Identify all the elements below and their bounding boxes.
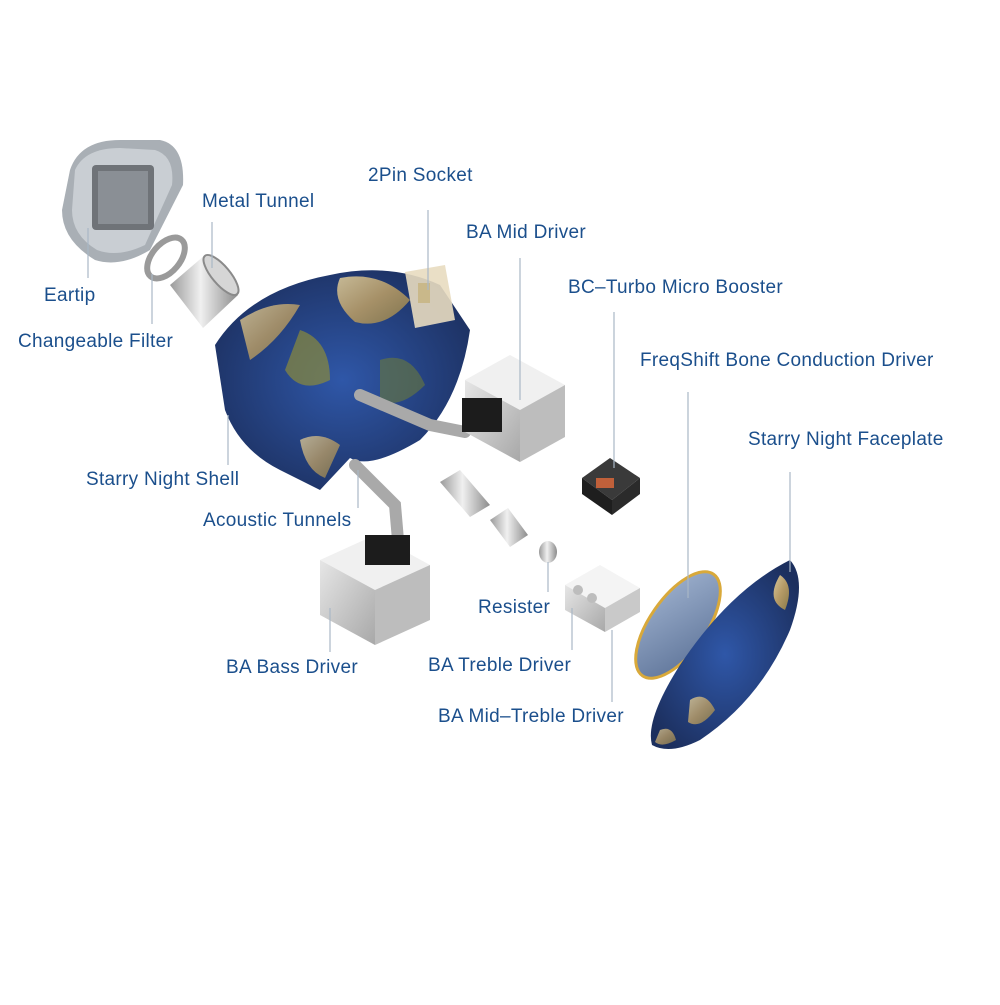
- changeable-filter-part: [144, 234, 188, 282]
- ba-mid-driver-part: [462, 355, 565, 462]
- label-acoustic-tunnels: Acoustic Tunnels: [203, 510, 352, 531]
- label-freqshift: FreqShift Bone Conduction Driver: [640, 350, 934, 371]
- starry-night-shell-part: [215, 270, 470, 490]
- label-bc-turbo: BC–Turbo Micro Booster: [568, 277, 783, 298]
- acoustic-tunnel-tubes: [349, 389, 471, 546]
- ba-bass-driver-part: [320, 535, 430, 645]
- label-ba-mid-driver: BA Mid Driver: [466, 222, 587, 243]
- label-metal-tunnel: Metal Tunnel: [202, 191, 315, 212]
- label-changeable-filter: Changeable Filter: [18, 331, 174, 352]
- leader-lines: [87, 210, 791, 702]
- two-pin-socket-part: [405, 265, 455, 328]
- starry-night-faceplate-part: [650, 560, 799, 749]
- label-ba-bass-driver: BA Bass Driver: [226, 657, 358, 678]
- label-faceplate: Starry Night Faceplate: [748, 429, 944, 450]
- label-ba-treble-driver: BA Treble Driver: [428, 655, 572, 676]
- bc-turbo-part: [582, 458, 640, 515]
- label-ba-mid-treble-driver: BA Mid–Treble Driver: [438, 706, 624, 727]
- label-eartip: Eartip: [44, 285, 96, 306]
- resister-part: [440, 470, 557, 563]
- eartip-part: [62, 140, 184, 263]
- label-resister: Resister: [478, 597, 551, 618]
- label-two-pin-socket: 2Pin Socket: [368, 165, 473, 186]
- label-shell: Starry Night Shell: [86, 469, 240, 490]
- ba-treble-driver-part: [565, 565, 640, 632]
